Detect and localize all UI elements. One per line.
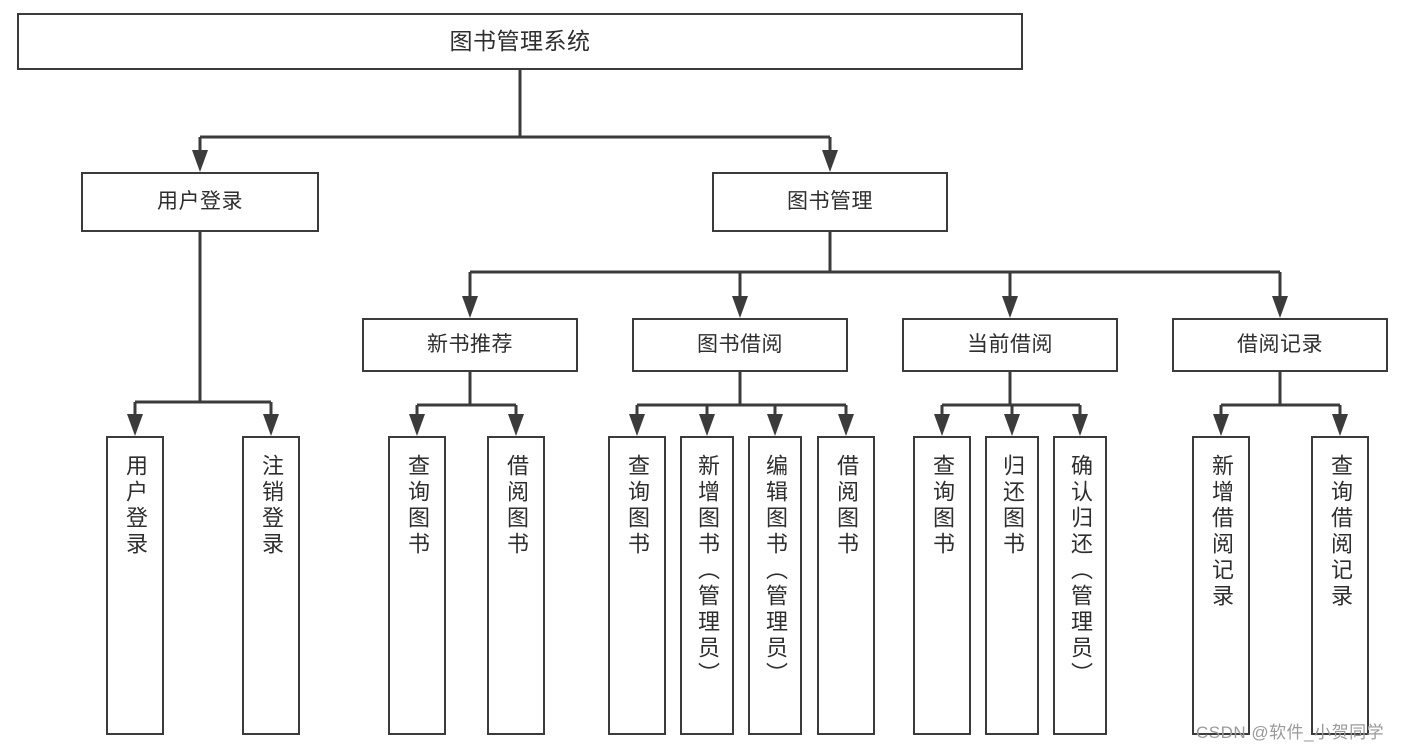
node-label-leaf-query-book-3: 查询图书 <box>930 454 955 558</box>
arrowhead-leaf-confirm-return-admin <box>1072 414 1088 436</box>
node-label-leaf-confirm-return-admin: 确认归还（管理员） <box>1068 454 1093 688</box>
arrowhead-leaf-logout <box>263 414 279 436</box>
node-root[interactable]: 图书管理系统 <box>17 13 1023 70</box>
node-label-book-borrow: 图书借阅 <box>697 332 783 356</box>
node-label-book-manage: 图书管理 <box>787 189 873 213</box>
node-label-current-borrow: 当前借阅 <box>967 332 1053 356</box>
node-leaf-return-book[interactable]: 归还图书 <box>985 436 1039 735</box>
arrowhead-leaf-query-borrow-record <box>1332 414 1348 436</box>
node-new-book-recommend[interactable]: 新书推荐 <box>362 318 578 372</box>
arrowhead-leaf-query-book-2 <box>629 414 645 436</box>
arrowhead-leaf-query-book-3 <box>934 414 950 436</box>
node-label-leaf-return-book: 归还图书 <box>1000 454 1025 558</box>
node-leaf-add-borrow-record[interactable]: 新增借阅记录 <box>1192 436 1250 735</box>
node-label-leaf-edit-book-admin: 编辑图书（管理员） <box>763 454 788 688</box>
node-book-manage[interactable]: 图书管理 <box>712 172 948 232</box>
node-leaf-query-book-2[interactable]: 查询图书 <box>608 436 666 735</box>
node-label-leaf-add-borrow-record: 新增借阅记录 <box>1209 454 1234 610</box>
node-label-leaf-borrow-book-2: 借阅图书 <box>834 454 859 558</box>
arrowhead-borrow-record <box>1272 296 1288 318</box>
node-leaf-borrow-book-2[interactable]: 借阅图书 <box>817 436 875 735</box>
node-label-leaf-user-login: 用户登录 <box>123 454 148 558</box>
arrowhead-leaf-add-borrow-record <box>1213 414 1229 436</box>
node-current-borrow[interactable]: 当前借阅 <box>902 318 1118 372</box>
node-leaf-borrow-book-1[interactable]: 借阅图书 <box>487 436 545 735</box>
node-borrow-record[interactable]: 借阅记录 <box>1172 318 1388 372</box>
node-leaf-add-book-admin[interactable]: 新增图书（管理员） <box>680 436 734 735</box>
node-label-leaf-query-book-1: 查询图书 <box>405 454 430 558</box>
node-label-user-login: 用户登录 <box>157 189 243 213</box>
node-leaf-confirm-return-admin[interactable]: 确认归还（管理员） <box>1053 436 1107 735</box>
node-leaf-edit-book-admin[interactable]: 编辑图书（管理员） <box>748 436 802 735</box>
node-label-leaf-query-borrow-record: 查询借阅记录 <box>1328 454 1353 610</box>
arrowhead-leaf-borrow-book-1 <box>508 414 524 436</box>
node-label-leaf-add-book-admin: 新增图书（管理员） <box>695 454 720 688</box>
node-label-leaf-borrow-book-1: 借阅图书 <box>504 454 529 558</box>
arrowhead-current-borrow <box>1002 296 1018 318</box>
node-leaf-logout[interactable]: 注销登录 <box>242 436 300 735</box>
node-user-login[interactable]: 用户登录 <box>81 172 319 232</box>
node-label-borrow-record: 借阅记录 <box>1237 332 1323 356</box>
arrowhead-new-book-recommend <box>462 296 478 318</box>
node-book-borrow[interactable]: 图书借阅 <box>632 318 848 372</box>
watermark-text: CSDN @软件_小贺同学 <box>1196 723 1385 742</box>
arrowhead-leaf-borrow-book-2 <box>838 414 854 436</box>
arrowhead-user-login <box>192 150 208 172</box>
arrowhead-leaf-query-book-1 <box>409 414 425 436</box>
node-label-new-book-recommend: 新书推荐 <box>427 332 513 356</box>
arrowhead-leaf-edit-book-admin <box>767 414 783 436</box>
arrowhead-leaf-add-book-admin <box>699 414 715 436</box>
node-label-root: 图书管理系统 <box>449 27 591 54</box>
node-label-leaf-logout: 注销登录 <box>259 454 284 558</box>
node-leaf-query-book-3[interactable]: 查询图书 <box>913 436 971 735</box>
arrowhead-leaf-return-book <box>1004 414 1020 436</box>
arrowhead-book-borrow <box>732 296 748 318</box>
arrowhead-leaf-user-login <box>127 414 143 436</box>
node-leaf-query-borrow-record[interactable]: 查询借阅记录 <box>1311 436 1369 735</box>
node-leaf-user-login[interactable]: 用户登录 <box>106 436 164 735</box>
node-leaf-query-book-1[interactable]: 查询图书 <box>388 436 446 735</box>
node-label-leaf-query-book-2: 查询图书 <box>625 454 650 558</box>
arrowhead-book-manage <box>822 150 838 172</box>
